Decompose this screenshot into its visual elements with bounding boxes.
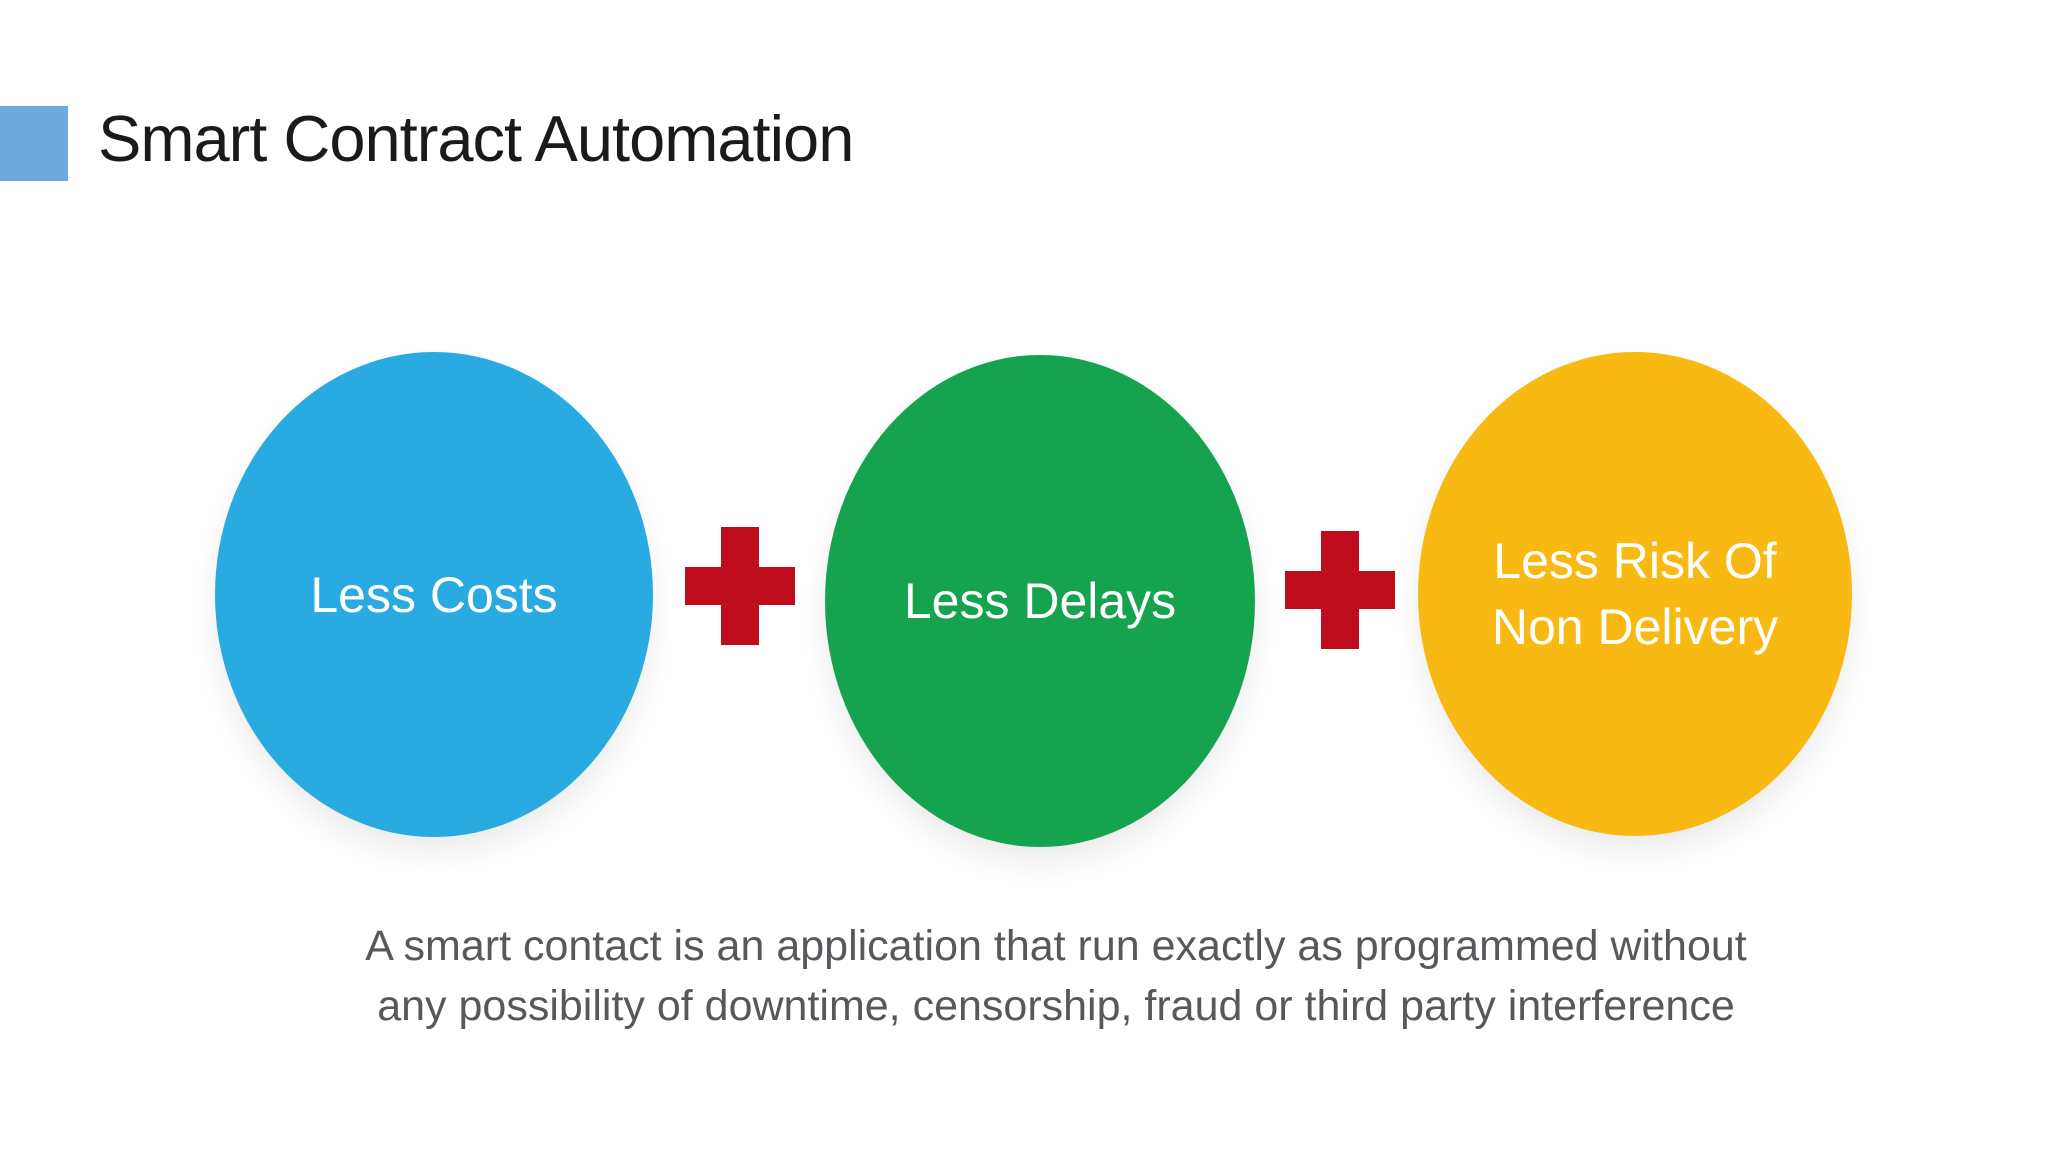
circle-less-costs-label: Less Costs: [310, 566, 558, 623]
slide-title: Smart Contract Automation: [98, 102, 854, 175]
circle-less-delays-label: Less Delays: [903, 573, 1177, 629]
plus-icon-2: [1285, 531, 1395, 649]
title-accent-square: [0, 106, 68, 181]
plus-icon-1: [685, 527, 795, 645]
plus-icon-horizontal-bar: [1285, 571, 1395, 609]
circle-less-delays: Less Delays: [825, 355, 1255, 847]
circle-less-risk-of-non-delivery: Less Risk Of Non Delivery: [1418, 352, 1852, 836]
circle-less-risk-label: Less Risk Of Non Delivery: [1491, 533, 1779, 655]
caption-text: A smart contact is an application that r…: [365, 922, 1747, 1030]
circle-less-costs: Less Costs: [215, 352, 653, 837]
plus-icon-horizontal-bar: [685, 567, 795, 605]
